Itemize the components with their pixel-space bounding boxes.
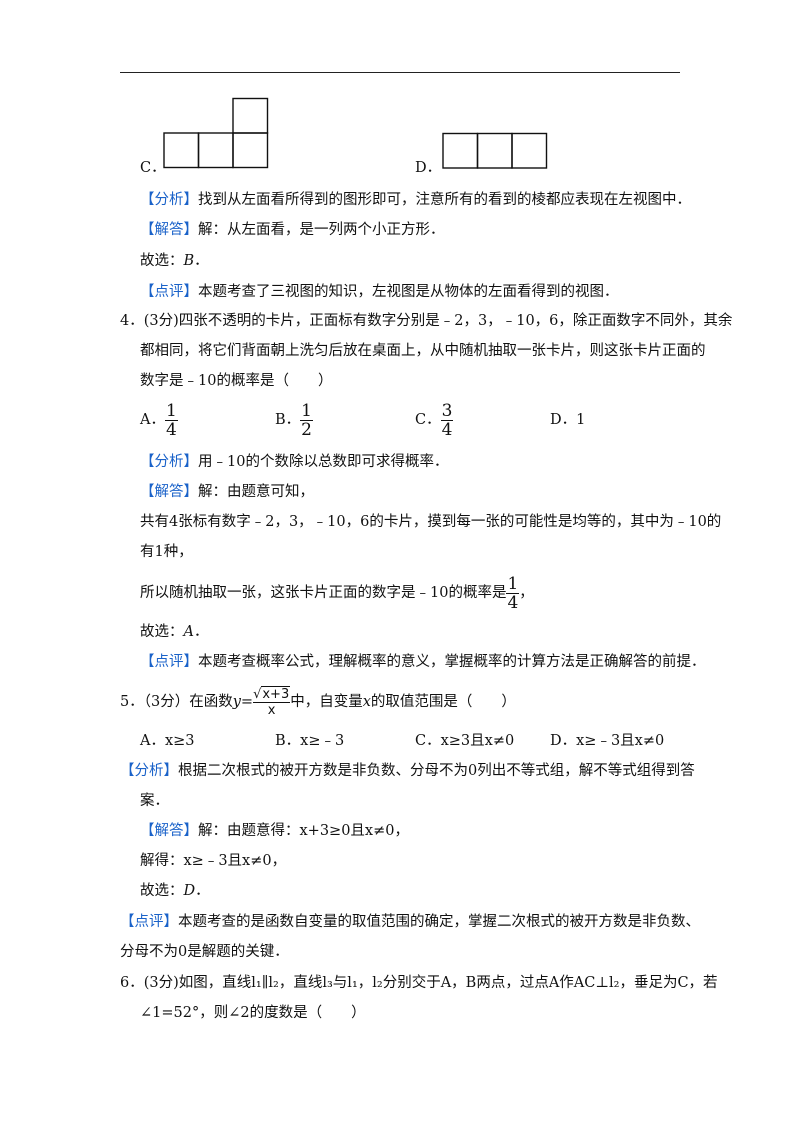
q5-choose: 故选：D． xyxy=(140,883,210,899)
q4-stem-line-3: 数字是﹣10的概率是（ ） xyxy=(140,373,333,389)
q5-option-b: B．x≥﹣3 xyxy=(275,733,345,749)
answer-tag: 【解答】 xyxy=(140,222,198,238)
q4-solution-line-2: 有1种， xyxy=(140,544,193,560)
q4-analysis: 【分析】用﹣10的个数除以总数即可求得概率． xyxy=(140,454,449,470)
q4-option-d: D．1 xyxy=(550,412,586,428)
q3-answer: 【解答】解：从左面看，是一列两个小正方形． xyxy=(140,222,445,238)
analysis-tag: 【分析】 xyxy=(140,192,198,208)
q5-comment: 【点评】本题考查的是函数自变量的取值范围的确定，掌握二次根式的被开方数是非负数、 xyxy=(120,914,700,930)
comment-tag: 【点评】 xyxy=(120,914,178,930)
q6-stem-line-2: ∠1=52°，则∠2的度数是（ ） xyxy=(140,1005,366,1021)
q3-choose: 故选：B． xyxy=(140,253,209,269)
q5-option-d: D．x≥﹣3且x≠0 xyxy=(550,733,665,749)
q4-comment: 【点评】本题考查概率公式，理解概率的意义，掌握概率的计算方法是正确解答的前提． xyxy=(140,654,706,670)
answer-tag: 【解答】 xyxy=(140,823,198,839)
q5-comment-line-2: 分母不为0是解题的关键． xyxy=(120,944,289,960)
analysis-tag: 【分析】 xyxy=(140,454,198,470)
q5-option-c: C．x≥3且x≠0 xyxy=(415,733,515,749)
q5-analysis: 【分析】根据二次根式的被开方数是非负数、分母不为0列出不等式组，解不等式组得到答 xyxy=(120,763,695,779)
q4-choose: 故选：A． xyxy=(140,624,209,640)
header-rule xyxy=(120,72,680,73)
analysis-tag: 【分析】 xyxy=(120,763,178,779)
q4-answer: 【解答】解：由题意可知， xyxy=(140,484,314,500)
q3-option-c-figure xyxy=(163,97,269,169)
q6-stem-line-1: 6．(3分)如图，直线l₁∥l₂，直线l₃与l₁，l₂分别交于A，B两点，过点A… xyxy=(120,975,718,991)
q4-stem-line-2: 都相同，将它们背面朝上洗匀后放在桌面上，从中随机抽取一张卡片，则这张卡片正面的 xyxy=(140,343,706,359)
q3-option-d-label: D． xyxy=(415,160,442,176)
q3-comment: 【点评】本题考查了三视图的知识，左视图是从物体的左面看得到的视图． xyxy=(140,284,619,300)
comment-tag: 【点评】 xyxy=(140,654,198,670)
q3-option-c-label: C． xyxy=(140,160,166,176)
q3-analysis: 【分析】找到从左面看所得到的图形即可，注意所有的看到的棱都应表现在左视图中． xyxy=(140,192,691,208)
q5-solution-line-1: 解得：x≥﹣3且x≠0， xyxy=(140,853,287,869)
q4-stem-line-1: 4．(3分)四张不透明的卡片，正面标有数字分别是﹣2，3，﹣10，6，除正面数字… xyxy=(120,313,733,329)
comment-tag: 【点评】 xyxy=(140,284,198,300)
q5-analysis-line-2: 案． xyxy=(140,793,169,809)
q5-option-a: A．x≥3 xyxy=(140,733,195,749)
q5-answer: 【解答】解：由题意得：x+3≥0且x≠0， xyxy=(140,823,409,839)
q3-option-d-figure xyxy=(442,132,548,169)
answer-tag: 【解答】 xyxy=(140,484,198,500)
q4-solution-line-1: 共有4张标有数字﹣2，3，﹣10，6的卡片，摸到每一张的可能性是均等的，其中为﹣… xyxy=(140,514,722,530)
